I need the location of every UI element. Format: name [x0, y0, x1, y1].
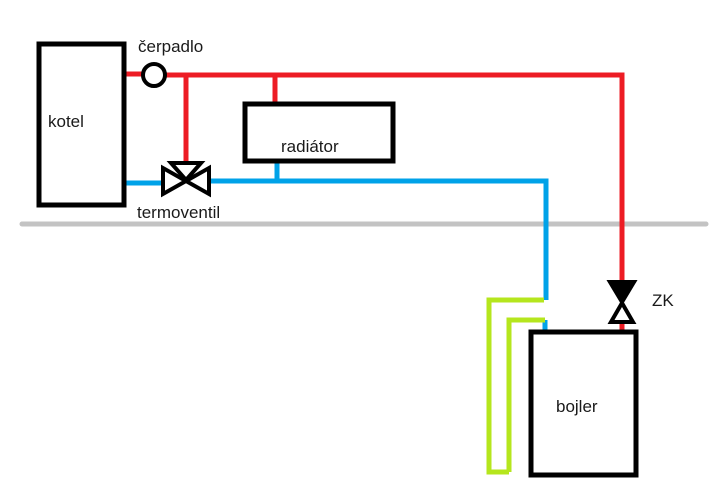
hot-pipe-main [164, 72, 625, 282]
dhw-pipe-outer [486, 297, 544, 475]
boiler-label: kotel [48, 112, 84, 131]
cold-pipe-return-main [210, 178, 549, 300]
radiator-label: radiátor [281, 137, 339, 156]
cold-pipes [125, 162, 549, 332]
thermo-valve-label: termoventil [137, 203, 220, 222]
water-heater-label: bojler [556, 397, 598, 416]
radiator-box[interactable] [242, 101, 396, 164]
water-heater-box[interactable] [528, 329, 639, 478]
pump-icon[interactable] [141, 62, 167, 88]
check-valve-icon[interactable] [606, 280, 638, 324]
thermo-valve-icon[interactable] [161, 161, 211, 198]
check-valve-label: ZK [652, 291, 674, 310]
boiler-box[interactable] [36, 41, 127, 208]
dhw-pipes [486, 297, 545, 475]
dhw-pipe-inner [506, 317, 545, 472]
pump-label: čerpadlo [138, 37, 203, 56]
